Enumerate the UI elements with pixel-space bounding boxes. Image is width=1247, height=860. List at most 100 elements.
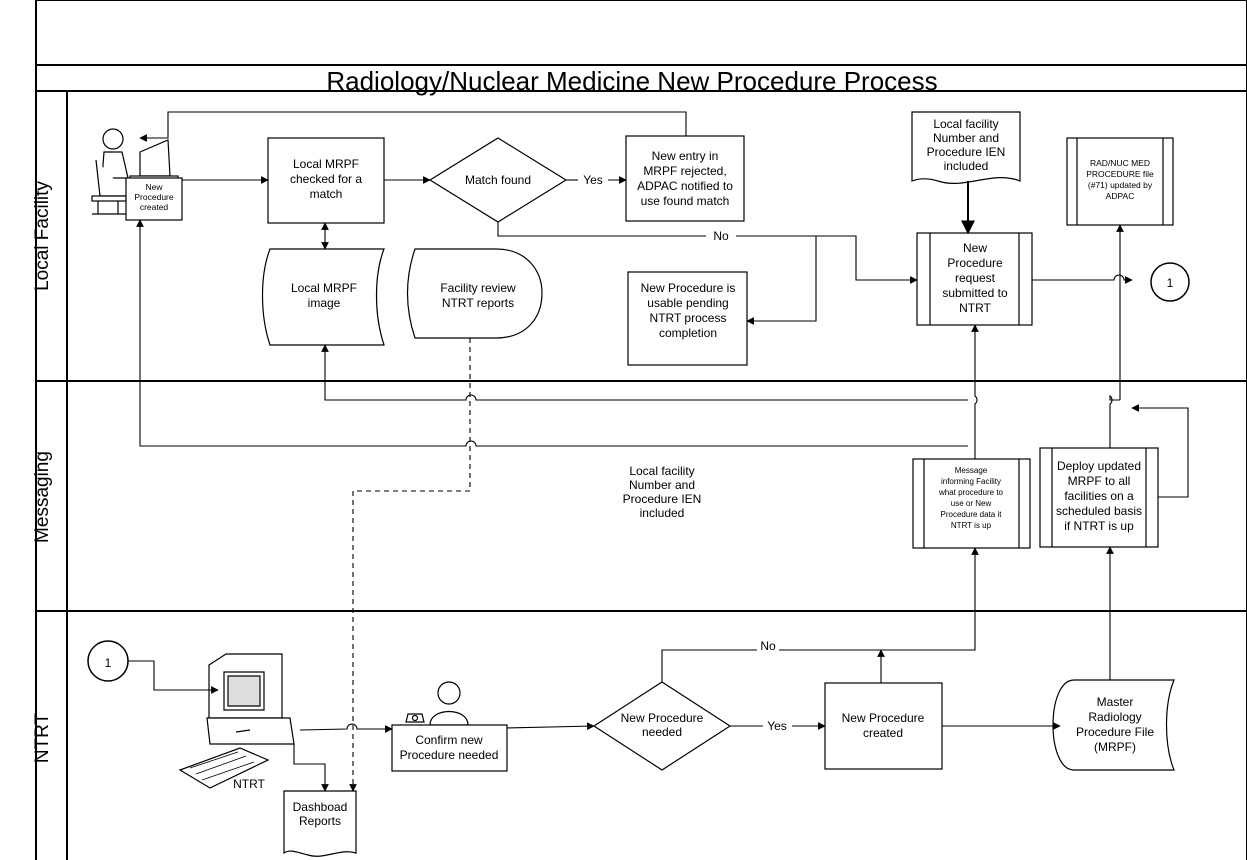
- new-proc-created-small-line: created: [140, 202, 169, 212]
- deploy-updated-line: facilities on a: [1064, 489, 1134, 503]
- dashboard-reports-line: Reports: [299, 814, 341, 828]
- frame: [35, 0, 1247, 860]
- deploy-updated-line: if NTRT is up: [1064, 519, 1134, 533]
- facility-review-display: [406, 248, 543, 339]
- new-proc-created-ntrt-line: created: [863, 726, 903, 740]
- confirm-needed-line: Procedure needed: [400, 748, 499, 762]
- rad-nuc-updated-line: PROCEDURE file: [1086, 169, 1154, 179]
- usable-pending-line: NTRT process: [650, 311, 727, 325]
- local-facility-number-top-line: Procedure IEN: [927, 145, 1006, 159]
- new-entry-rejected-line: MRPF rejected,: [643, 164, 726, 178]
- confirm-needed-line: Confirm new: [415, 733, 483, 747]
- local-facility-number-mid-line: Number and: [629, 478, 695, 492]
- local-mrpf-checked-box: [267, 137, 385, 224]
- new-proc-created-ntrt-line: New Procedure: [842, 711, 925, 725]
- new-proc-created-small-line: New: [145, 182, 163, 192]
- message-informing-line: use or New: [951, 499, 992, 508]
- master-rpf-storage: [1052, 679, 1175, 771]
- local-facility-number-top-line: included: [944, 159, 989, 173]
- message-informing-line: what procedure to: [938, 488, 1004, 497]
- dashboard-reports-document: [283, 790, 357, 857]
- edge-label-no-top: No: [713, 229, 729, 243]
- deploy-updated-line: MRPF to all: [1068, 474, 1131, 488]
- lane-label-local-facility: Local Facility: [32, 181, 53, 291]
- rad-nuc-updated-line: RAD/NUC MED: [1090, 158, 1150, 168]
- ntrt-computer-label: NTRT: [233, 777, 265, 791]
- usable-pending-line: usable pending: [647, 296, 728, 310]
- new-proc-needed-line: needed: [642, 725, 682, 739]
- lane-label-messaging: Messaging: [32, 451, 53, 543]
- master-rpf-line: Master: [1097, 695, 1134, 709]
- rad-nuc-updated-line: ADPAC: [1106, 191, 1135, 201]
- person-with-phone-icon: [405, 681, 469, 726]
- message-informing-line: Procedure data it: [941, 510, 1003, 519]
- local-facility-number-mid-line: Procedure IEN: [623, 492, 702, 506]
- computer-icon: [178, 653, 295, 789]
- confirm-needed-box: [391, 724, 508, 772]
- new-proc-created-small-line: Procedure: [134, 192, 173, 202]
- usable-pending-box: [627, 271, 748, 366]
- edge-label-yes-top: Yes: [583, 173, 603, 187]
- connector-1-top: [1150, 262, 1190, 302]
- local-mrpf-image-line: image: [308, 296, 341, 310]
- new-proc-request-line: submitted to: [942, 286, 1008, 300]
- usable-pending-line: completion: [659, 326, 717, 340]
- lane-label-ntrt: NTRT: [32, 712, 53, 763]
- new-proc-request-line: request: [955, 271, 996, 285]
- deploy-updated-line: Deploy updated: [1057, 459, 1141, 473]
- local-facility-number-top-line: Number and: [933, 131, 999, 145]
- new-proc-request-line: New: [963, 241, 987, 255]
- new-procedure-created-card: [125, 177, 183, 221]
- match-found-label: Match found: [465, 173, 531, 187]
- new-proc-request-line: NTRT: [959, 301, 991, 315]
- new-entry-rejected-box: [625, 135, 745, 222]
- new-entry-rejected-line: New entry in: [652, 149, 719, 163]
- facility-review-line: Facility review: [440, 281, 516, 295]
- new-proc-needed-line: New Procedure: [621, 711, 704, 725]
- message-informing-line: informing Facility: [941, 477, 1001, 486]
- deploy-updated-line: scheduled basis: [1056, 504, 1142, 518]
- edge-label-yes-bottom: Yes: [767, 719, 787, 733]
- person-at-desk-icon: [91, 128, 179, 215]
- local-mrpf-checked-line: checked for a: [290, 172, 362, 186]
- match-found-line: Match found: [465, 173, 531, 187]
- local-facility-number-document-top: [911, 111, 1021, 184]
- facility-review-line: NTRT reports: [442, 296, 514, 310]
- message-informing-line: NTRT is up: [951, 521, 992, 530]
- usable-pending-line: New Procedure is: [641, 281, 736, 295]
- new-entry-rejected-line: ADPAC notified to: [637, 179, 733, 193]
- new-procedure-needed-decision: [592, 681, 732, 771]
- master-rpf-line: (MRPF): [1094, 740, 1136, 754]
- local-facility-number-top-line: Local facility: [933, 117, 998, 131]
- new-procedure-request-subprocess: [916, 232, 1033, 326]
- master-rpf-line: Procedure File: [1076, 725, 1154, 739]
- connector-1-top-label: 1: [1167, 276, 1174, 290]
- local-facility-number-mid-line: Local facility: [629, 464, 694, 478]
- local-mrpf-checked-line: Local MRPF: [293, 157, 359, 171]
- new-proc-request-line: Procedure: [947, 256, 1003, 270]
- dashboard-reports-line: Dashboad: [293, 800, 348, 814]
- local-mrpf-image-line: Local MRPF: [291, 281, 357, 295]
- local-mrpf-checked-line: match: [310, 187, 343, 201]
- deploy-updated-subprocess: [1039, 447, 1159, 548]
- rad-nuc-updated-line: (#71) updated by: [1088, 180, 1153, 190]
- local-mrpf-image-storage: [261, 248, 385, 346]
- page-title: Radiology/Nuclear Medicine New Procedure…: [326, 66, 937, 96]
- local-facility-number-mid-line: included: [640, 506, 685, 520]
